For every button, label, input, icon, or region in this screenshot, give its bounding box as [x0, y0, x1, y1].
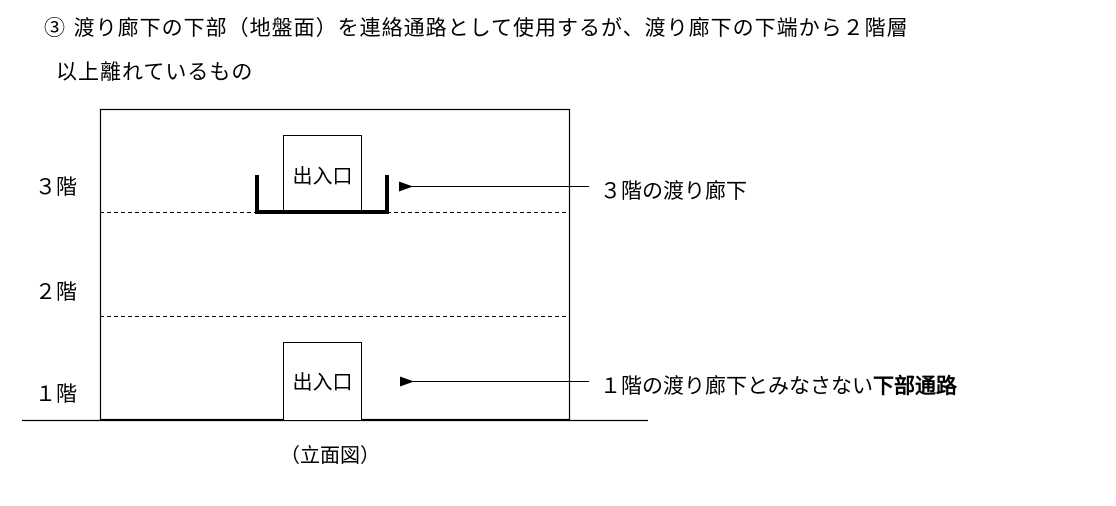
corridor-3f-bracket [255, 175, 389, 214]
diagram-caption: （立面図） [280, 443, 380, 467]
entrance-1f-box [283, 342, 362, 421]
floor-label-2f: ２階 [35, 280, 77, 304]
floor-label-3f: ３階 [35, 175, 77, 199]
callout-1f-label: １階の渡り廊下とみなさない下部通路 [600, 374, 958, 398]
heading-line-2: 以上離れているもの [56, 60, 254, 84]
entrance-1f-label: 出入口 [293, 370, 353, 394]
floor-label-1f: １階 [35, 382, 77, 406]
entrance-3f-label: 出入口 [293, 164, 353, 188]
callout-3f-label: ３階の渡り廊下 [600, 179, 747, 203]
callout-1f-label-bold: 下部通路 [873, 374, 958, 398]
heading-line-1: ③ 渡り廊下の下部（地盤面）を連絡通路として使用するが、渡り廊下の下端から２階層 [44, 16, 909, 40]
callout-1f-label-regular: １階の渡り廊下とみなさない [600, 374, 873, 398]
